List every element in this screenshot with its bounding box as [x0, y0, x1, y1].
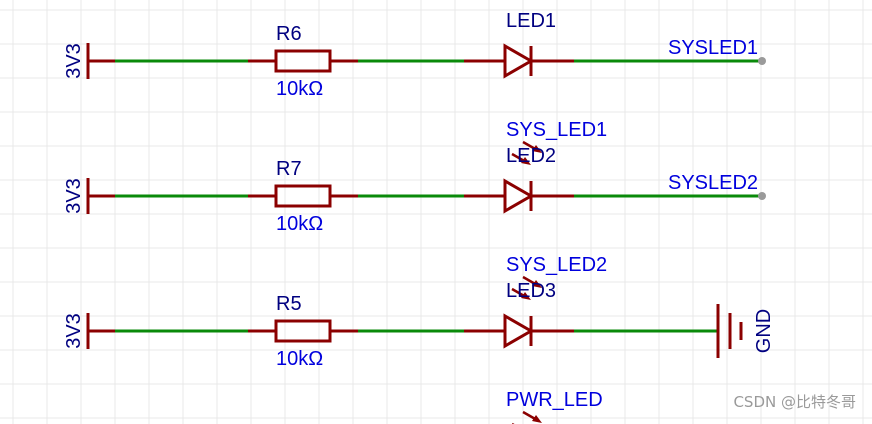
resistor-symbol — [248, 184, 358, 208]
resistor-designator: R5 — [276, 293, 302, 315]
led-symbol — [464, 178, 574, 214]
resistor-value: 10kΩ — [276, 213, 323, 235]
resistor-value: 10kΩ — [276, 348, 323, 370]
watermark: CSDN @比特冬哥 — [733, 393, 856, 411]
resistor-designator: R6 — [276, 23, 302, 45]
net-label: SYSLED1 — [668, 37, 758, 59]
led-comment: SYS_LED2 — [506, 254, 607, 276]
led-comment: PWR_LED — [506, 389, 603, 411]
power-port-symbol — [86, 313, 115, 349]
net-endpoint-dot — [758, 57, 766, 65]
power-port-symbol — [86, 43, 115, 79]
led-symbol — [464, 43, 574, 79]
led-comment: SYS_LED1 — [506, 119, 607, 141]
emission-arrowhead — [532, 415, 542, 423]
resistor-value: 10kΩ — [276, 78, 323, 100]
power-port-label: 3V3 — [63, 178, 85, 214]
net-label: SYSLED2 — [668, 172, 758, 194]
circuit-row: 3V3 R5 10kΩ LED3 PWR_LED GND — [63, 280, 775, 424]
net-endpoint-dot — [758, 192, 766, 200]
power-port-symbol — [86, 178, 115, 214]
resistor-symbol — [248, 319, 358, 343]
power-port-label: 3V3 — [63, 313, 85, 349]
led-designator: LED2 — [506, 145, 556, 167]
circuit-row: 3V3 R6 10kΩ LED1 SYS_LED1 SYSLED1 — [63, 10, 766, 165]
emission-arrowhead — [532, 145, 542, 153]
emission-arrowhead — [521, 157, 531, 165]
led-designator: LED1 — [506, 10, 556, 32]
led-symbol — [464, 313, 574, 349]
emission-arrowhead — [521, 292, 531, 300]
resistor-designator: R7 — [276, 158, 302, 180]
ground-label: GND — [753, 309, 775, 353]
power-port-label: 3V3 — [63, 43, 85, 79]
resistor-symbol — [248, 49, 358, 73]
ground-symbol — [716, 304, 743, 358]
emission-arrowhead — [532, 280, 542, 288]
circuit-row: 3V3 R7 10kΩ LED2 SYS_LED2 SYSLED2 — [63, 145, 766, 300]
led-designator: LED3 — [506, 280, 556, 302]
